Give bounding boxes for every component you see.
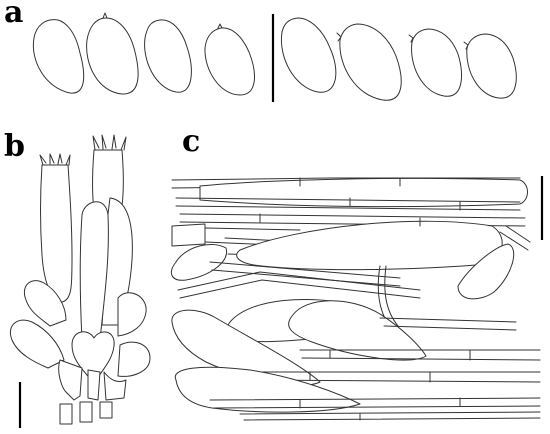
hypha <box>171 177 521 181</box>
basidiole <box>117 341 151 377</box>
spore <box>463 33 517 99</box>
spore <box>144 19 192 93</box>
hypha <box>379 317 517 331</box>
cystidium <box>457 243 515 300</box>
sterigmata <box>92 134 127 151</box>
panel-c-hyphae <box>170 176 544 421</box>
spore <box>280 17 337 93</box>
cystidium <box>236 220 503 271</box>
hypha <box>209 397 541 409</box>
basidiole <box>117 292 147 337</box>
panel-b-basidia <box>10 134 151 428</box>
subhymenial-cell <box>58 359 83 401</box>
cystidium <box>174 366 361 413</box>
hypha-base <box>99 401 113 419</box>
hypha-base <box>79 401 93 423</box>
septa <box>259 177 471 421</box>
basidiole <box>10 319 65 369</box>
panel-label-a: a <box>4 0 24 30</box>
cystidium <box>288 300 427 361</box>
basidiole <box>24 280 67 327</box>
panel-label-c: c <box>182 124 201 159</box>
panel-label-b: b <box>4 129 25 164</box>
spore <box>86 12 139 95</box>
spore <box>204 23 255 96</box>
cystidium <box>171 309 321 386</box>
hypha <box>239 411 541 421</box>
subhymenial-cell <box>87 369 101 401</box>
hypha <box>177 271 421 299</box>
hypha <box>499 225 531 251</box>
hypha-tip <box>171 223 206 247</box>
subhymenial-cell <box>103 371 127 401</box>
cystidium <box>199 177 528 208</box>
spore <box>32 19 85 94</box>
hypha <box>175 197 521 203</box>
basidiole <box>79 201 109 341</box>
sterigmata <box>39 153 71 166</box>
hypha <box>175 205 521 211</box>
hypha <box>179 213 526 219</box>
basidiole <box>71 331 115 385</box>
spore <box>336 23 402 101</box>
hypha-base <box>59 403 73 425</box>
basidium <box>40 164 73 303</box>
cystidium <box>170 244 227 281</box>
hypha <box>299 349 541 361</box>
hypha <box>249 371 541 383</box>
hypha <box>209 261 401 287</box>
spore <box>408 28 462 97</box>
panel-a-spores <box>32 12 517 102</box>
